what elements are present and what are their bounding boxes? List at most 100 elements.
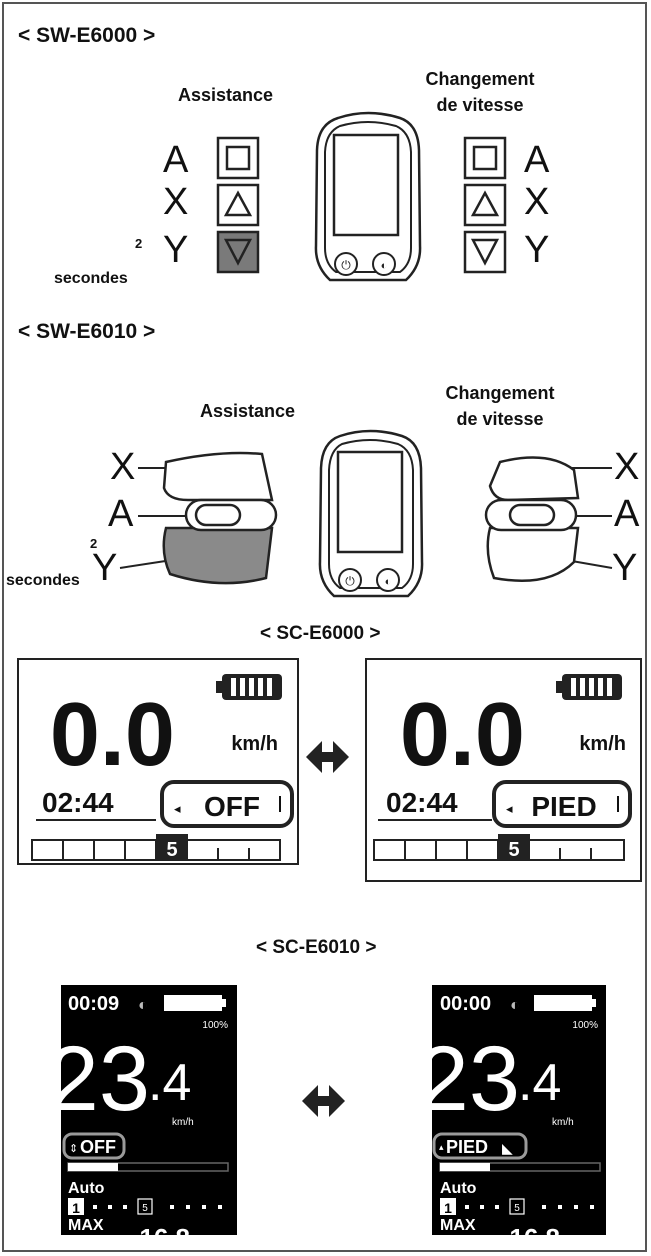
assistance-label-2: Assistance <box>200 401 296 421</box>
max-speed-2: 16.8 <box>509 1223 560 1253</box>
assist-button-a[interactable] <box>216 136 260 180</box>
switch-y-right: Y <box>524 229 550 271</box>
light-indicator-icon: ◐ <box>138 997 148 1014</box>
sc-e6000-drawing: 0.0 km/h 02:44 ◂ OFF 5 <box>17 658 642 882</box>
trip-time-2: 02:44 <box>386 787 458 818</box>
section-title-sc-e6010: < SC-E6010 > <box>256 937 377 958</box>
sw-e6010-drawing: ⏻ ◐ <box>119 429 613 598</box>
shift-label-2-line2: de vitesse <box>456 409 544 429</box>
svg-text:◐: ◐ <box>381 260 388 272</box>
sc-e6010-screen-off: 00:09 ◐ 100% 23 .4 km/h ⇕ OFF Auto 1 5 M… <box>48 985 237 1253</box>
section-title-sc-e6000: < SC-E6000 > <box>260 623 381 644</box>
sw-e6000-drawing: ⏻ ◐ <box>216 111 507 282</box>
mode-highlight-e6010-2 <box>432 1132 528 1160</box>
light-icon <box>372 252 396 276</box>
clock-time-2: 00:00 <box>440 993 491 1015</box>
assist-mode-e6010: OFF <box>80 1137 116 1157</box>
svg-text:⏻: ⏻ <box>345 574 355 588</box>
speed-unit: km/h <box>231 733 278 755</box>
swap-arrow-icon-2 <box>302 1085 345 1117</box>
max-label-2: MAX <box>440 1217 476 1234</box>
svg-text:◂: ◂ <box>506 801 513 816</box>
speed-int-2: 23 <box>418 1028 520 1130</box>
shift-button-y[interactable] <box>463 230 507 274</box>
mode-highlight-box <box>160 780 294 828</box>
max-unit: km/h <box>190 1236 214 1248</box>
speed-unit-e6010: km/h <box>172 1117 194 1128</box>
assist-button-y-highlight[interactable] <box>216 230 260 274</box>
shift-lever[interactable] <box>484 456 613 583</box>
clock-time: 00:09 <box>68 993 119 1015</box>
max-label: MAX <box>68 1217 104 1234</box>
light-indicator-icon-2: ◐ <box>510 997 520 1014</box>
lever-y-right: Y <box>612 547 638 589</box>
power-icon <box>334 252 358 276</box>
assist-lever-y-highlight <box>162 526 274 585</box>
lever-a-left: A <box>108 493 134 535</box>
lever-a-right: A <box>614 493 640 535</box>
seconds-label-2: secondes <box>6 572 80 589</box>
light-icon-2 <box>376 568 400 592</box>
svg-text:⇕: ⇕ <box>69 1143 78 1155</box>
lever-x-right: X <box>614 446 640 488</box>
shift-label-2: Changement de vitesse <box>425 380 575 432</box>
two-label-1: 2 <box>135 236 143 251</box>
shift-label: Changement de vitesse <box>410 66 550 118</box>
gear-number: 5 <box>166 839 177 861</box>
gear-mid-e6010-2: 5 <box>514 1203 520 1214</box>
battery-percent: 100% <box>202 1020 228 1031</box>
section-title-sw-e6010: < SW-E6010 > <box>18 320 156 343</box>
assist-lever[interactable] <box>119 451 278 585</box>
two-label-2: 2 <box>90 536 98 551</box>
shift-label-line2: de vitesse <box>436 95 524 115</box>
gear-e6010: 1 <box>72 1200 80 1216</box>
seconds-label-1: secondes <box>54 270 128 287</box>
shift-button-a[interactable] <box>463 136 507 180</box>
assist-button-x[interactable] <box>216 183 260 227</box>
switch-x-right: X <box>524 181 550 223</box>
shift-label-line1: Changement <box>425 69 535 89</box>
switch-x-left: X <box>163 181 189 223</box>
svg-text:◐: ◐ <box>385 576 392 588</box>
battery-icon <box>216 674 282 700</box>
speed-unit-e6010-2: km/h <box>552 1117 574 1128</box>
lever-x-left: X <box>110 446 136 488</box>
display-unit-1: ⏻ ◐ <box>314 111 422 282</box>
swap-arrow-icon <box>306 741 349 773</box>
speed-unit-2: km/h <box>579 733 626 755</box>
speed-dec: .4 <box>148 1054 191 1112</box>
switch-a-right: A <box>524 139 550 181</box>
speed-int: 23 <box>48 1028 150 1130</box>
shift-label-2-line1: Changement <box>445 383 555 403</box>
assist-mode: OFF <box>204 791 260 822</box>
sc-e6000-screen-pied: 0.0 km/h 02:44 ◂ PIED 5 <box>365 658 642 882</box>
battery-percent-2: 100% <box>572 1020 598 1031</box>
gear-number-2: 5 <box>508 839 519 861</box>
svg-text:▴: ▴ <box>439 1142 444 1152</box>
svg-text:⏻: ⏻ <box>341 258 351 272</box>
shift-button-x[interactable] <box>463 183 507 227</box>
assist-mode-e6010-2: PIED <box>446 1137 488 1157</box>
sc-e6010-screen-pied: 00:00 ◐ 100% 23 .4 km/h ▴ PIED ◣ Auto 1 … <box>418 985 606 1253</box>
speed-value-2: 0.0 <box>400 685 525 785</box>
switch-a-left: A <box>163 139 189 181</box>
max-unit-2: km/h <box>560 1236 584 1248</box>
lever-y-left: Y <box>92 547 118 589</box>
assistance-label: Assistance <box>178 85 274 105</box>
svg-text:◂: ◂ <box>174 801 181 816</box>
gear-e6010-2: 1 <box>444 1200 452 1216</box>
max-speed: 16.8 <box>139 1223 190 1253</box>
speed-dec-2: .4 <box>518 1054 561 1112</box>
switch-y-left: Y <box>163 229 189 271</box>
gear-mid-e6010: 5 <box>142 1203 148 1214</box>
mode-highlight-e6010 <box>62 1132 126 1160</box>
section-title-sw-e6000: < SW-E6000 > <box>18 24 156 47</box>
speed-value: 0.0 <box>50 685 175 785</box>
mode-highlight-box-2 <box>492 780 632 828</box>
walk-icon: ◣ <box>502 1140 513 1156</box>
trip-time: 02:44 <box>42 787 114 818</box>
shift-mode-auto-2: Auto <box>440 1180 477 1197</box>
battery-icon-2 <box>556 674 622 700</box>
